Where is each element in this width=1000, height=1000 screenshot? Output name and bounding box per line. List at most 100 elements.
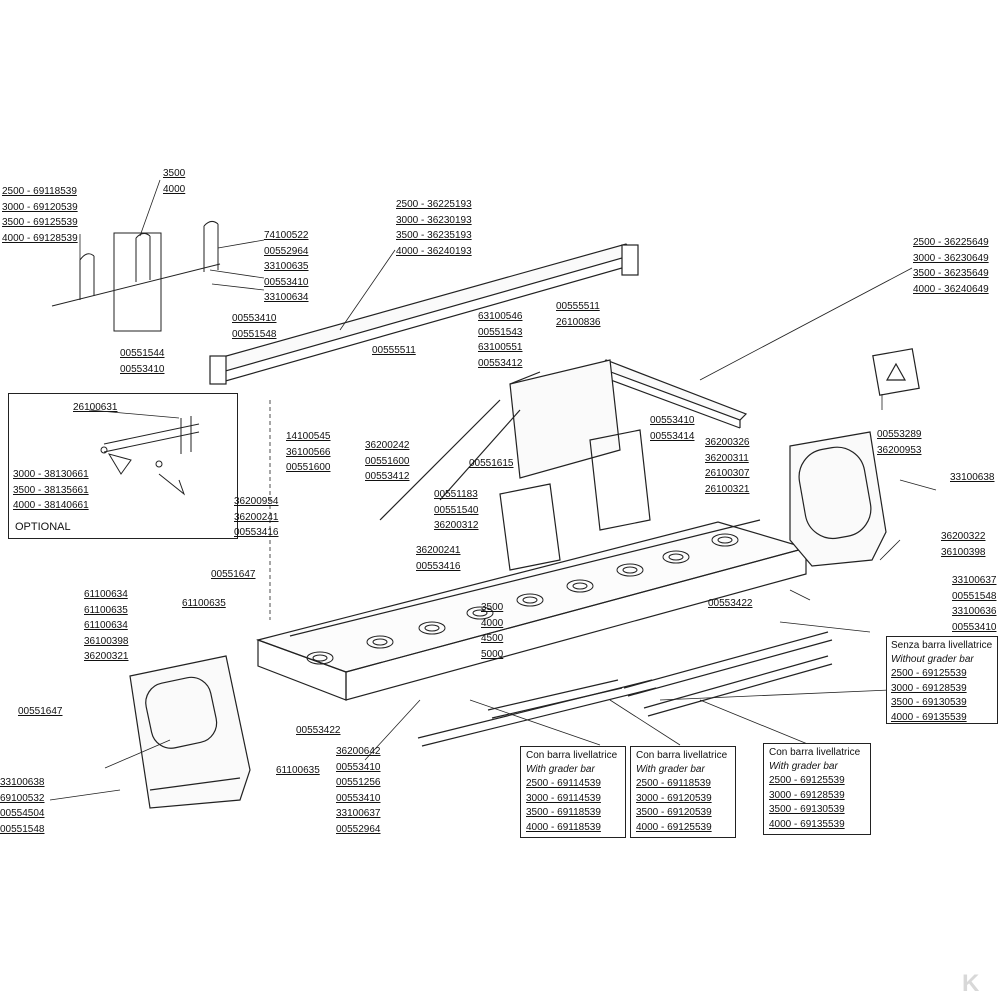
part-label: 00551548	[232, 328, 277, 340]
part-label: 36200326	[705, 437, 750, 448]
part-label: 3500 - 36235649	[913, 268, 989, 279]
label-group-center-left: 14100545 36100566 00551600	[286, 429, 331, 476]
box-row: 4000 - 69125539	[636, 821, 712, 833]
part-label: 61100635	[84, 604, 128, 616]
part-label: 4000 - 36240193	[396, 245, 472, 257]
box-row: 3500 - 69130539	[769, 804, 845, 815]
part-label: 00551548	[952, 590, 997, 602]
part-label: 00553289	[877, 429, 922, 440]
label-group-right-top: 2500 - 36225649 3000 - 36230649 3500 - 3…	[913, 235, 989, 297]
label-group-lengths: 3500 4000 4500 5000	[481, 600, 503, 662]
optional-caption: OPTIONAL	[15, 521, 71, 533]
part-label: 00551540	[434, 504, 479, 516]
part-label: 33100638	[0, 777, 45, 788]
leader-lines	[49, 179, 937, 801]
box-row: 2500 - 69125539	[891, 668, 967, 679]
grader-tubes	[417, 631, 833, 747]
part-label: 00553412	[365, 471, 410, 482]
label-group-left-bottom: 33100638 69100532 00554504 00551548	[0, 775, 45, 837]
top-beam	[209, 243, 639, 385]
part-label: 00554504	[0, 808, 45, 819]
box-subtitle: With grader bar	[769, 761, 838, 772]
part-label: 26100307	[705, 468, 750, 479]
box-with-grader-3: Con barra livellatrice With grader bar 2…	[763, 743, 871, 835]
part-label: 00555511	[372, 345, 416, 356]
box-title: Con barra livellatrice	[769, 747, 861, 758]
part-label: 4000 - 69128539	[2, 232, 78, 244]
main-frame	[255, 519, 809, 701]
label-group-left-mid: 00551544 00553410	[120, 346, 165, 377]
label-group-center-bracket: 36200241 00553416	[416, 543, 461, 574]
part-label: 00553422	[296, 725, 341, 736]
part-label: 33100637	[952, 575, 997, 586]
left-end-plate	[129, 655, 251, 809]
label-group-left-bracket: 36200954 36200241 00553416	[234, 494, 279, 541]
box-with-grader-1: Con barra livellatrice With grader bar 2…	[520, 746, 626, 838]
part-label: 00553416	[234, 527, 279, 538]
part-label: 3000 - 36230649	[913, 252, 989, 264]
box-with-grader-2: Con barra livellatrice With grader bar 2…	[630, 746, 736, 838]
label-group-ubolt: 74100522 00552964 33100635 00553410 3310…	[264, 228, 309, 306]
box-row: 3500 - 69130539	[891, 697, 967, 708]
part-label: 33100637	[336, 808, 381, 819]
part-label: 00551544	[120, 348, 165, 359]
label-group-beam: 2500 - 36225193 3000 - 36230193 3500 - 3…	[396, 197, 472, 259]
part-label: 00551183	[434, 489, 478, 500]
part-label: 4500	[481, 633, 504, 644]
part-label: 00551543	[478, 326, 523, 338]
part-label: 3000 - 36230193	[396, 214, 472, 226]
label-group-mid-cluster: 63100546 00551543 63100551 00553412	[478, 309, 523, 371]
part-label: 33100634	[264, 292, 309, 303]
box-row: 3000 - 69128539	[891, 682, 967, 694]
part-label: 00553414	[650, 430, 695, 442]
part-label: 4000 - 36240649	[913, 283, 989, 295]
box-row: 2500 - 69125539	[769, 775, 845, 786]
part-label: 3500 - 36235193	[396, 230, 472, 241]
part-label: 14100545	[286, 431, 331, 442]
part-label: 00553410	[232, 313, 277, 324]
part-label: 00551600	[365, 455, 410, 467]
label-group-box-label: 00553289 36200953	[877, 427, 922, 458]
part-label: 2500 - 36225649	[913, 237, 989, 248]
box-subtitle: With grader bar	[526, 764, 595, 775]
part-label: 4000	[163, 183, 186, 195]
warning-sticker	[872, 348, 920, 396]
part-label: 00552964	[264, 245, 309, 257]
part-label: 00553410	[952, 621, 997, 633]
part-label: 00551548	[0, 823, 45, 835]
box-row: 3000 - 69128539	[769, 789, 845, 801]
label-group-bottom-center: 36200642 00553410 00551256 00553410 3310…	[336, 744, 381, 837]
label-group-optional: 3000 - 38130661 3500 - 38135661 4000 - 3…	[13, 467, 89, 514]
part-label: 63100546	[478, 311, 523, 322]
part-label: 61100635	[276, 765, 320, 776]
part-label: 2500 - 69118539	[2, 186, 77, 197]
label-group-right-clamp: 33100637 00551548 33100636 00553410	[952, 573, 997, 635]
part-label: 26100321	[705, 483, 750, 495]
part-label: 36200321	[84, 651, 129, 662]
part-label: 74100522	[264, 230, 309, 241]
box-title: Con barra livellatrice	[526, 750, 618, 761]
part-label: 00553410	[264, 276, 309, 288]
part-label: 3500	[163, 168, 186, 179]
part-label: 61100634	[84, 589, 128, 600]
part-label: 61100635	[182, 598, 226, 609]
label-group-mid-stack: 00551183 00551540 36200312	[434, 487, 479, 534]
part-label: 36200322	[941, 531, 986, 542]
part-label: 36200312	[434, 520, 479, 531]
box-without-grader: Senza barra livellatrice Without grader …	[886, 636, 998, 724]
label-group-left-top: 2500 - 69118539 3000 - 69120539 3500 - 6…	[2, 184, 78, 246]
part-label: 36200242	[365, 440, 410, 451]
part-label: 5000	[481, 648, 504, 660]
part-label: 00553412	[478, 357, 523, 369]
part-label: 00552964	[336, 823, 381, 835]
box-row: 4000 - 69135539	[769, 818, 845, 830]
part-label: 33100638	[950, 472, 995, 483]
box-title: Con barra livellatrice	[636, 750, 728, 761]
label-group-mast-top: 00555511 26100836	[556, 299, 601, 330]
part-label: 36200241	[416, 545, 461, 556]
box-row: 2500 - 69118539	[636, 778, 711, 789]
optional-drawing	[88, 409, 200, 496]
box-row: 3000 - 69114539	[526, 792, 601, 804]
